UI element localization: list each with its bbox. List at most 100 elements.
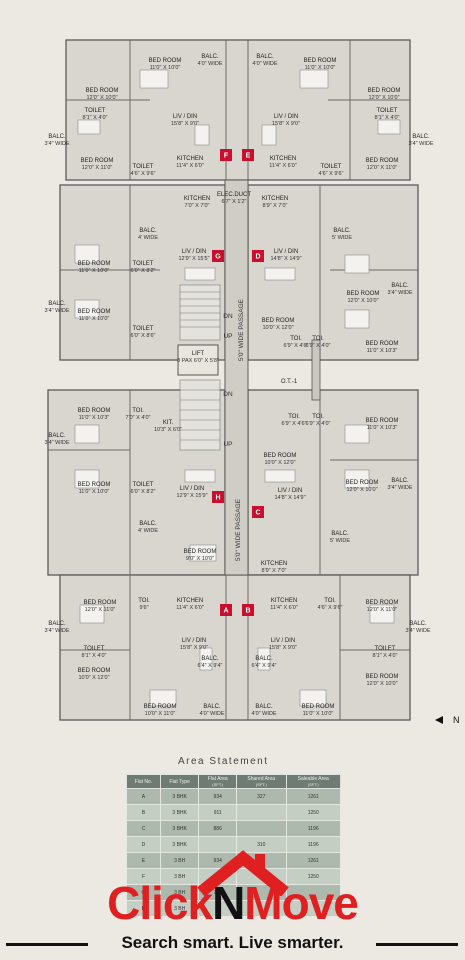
room-name: BED ROOM [302, 704, 335, 710]
room-name: BALC. [139, 228, 157, 234]
room-name: BED ROOM [346, 480, 379, 486]
room-dimension: 10'0" X 11'0" [145, 711, 176, 717]
svg-text:C: C [255, 510, 260, 517]
room-name: LIV / DIN [278, 488, 302, 494]
flat-marker-a: A [220, 604, 232, 616]
flat-marker-g: G [212, 250, 224, 262]
room-dimension: 4' WIDE [138, 528, 158, 534]
room-dimension: 4'6" X 9'6" [319, 171, 344, 177]
room-name: KITCHEN [262, 196, 288, 202]
room-r23: BALC.5' WIDE [332, 228, 352, 241]
room-name: TOILET [133, 261, 154, 267]
room-name: TOILET [84, 646, 105, 652]
table-cell: 3 BHK [159, 804, 200, 821]
furniture-piece [149, 689, 177, 707]
table-cell: 310 [236, 836, 287, 853]
furniture-piece [257, 647, 271, 671]
lower-mid-right [247, 389, 419, 576]
north-arrow: N [435, 715, 460, 725]
table-cell [236, 804, 287, 821]
room-dimension: 12'9" X 15'9" [176, 493, 207, 499]
room-dimension: 6'0" X 8'6" [131, 333, 156, 339]
room-name: KITCHEN [177, 598, 203, 604]
area-table-header: Shared Area(SFT.) [236, 774, 287, 789]
room-dimension: 6'9" X 4'6" [282, 421, 307, 427]
room-name: ELEC.DUCT [217, 192, 251, 198]
interior-walls [48, 40, 418, 720]
room-r54: BALC.5' WIDE [330, 531, 350, 544]
furniture-piece [344, 309, 370, 329]
room-name: BED ROOM [78, 482, 111, 488]
room-dimension: 15'8" X 9'0" [171, 121, 199, 127]
room-name: BED ROOM [149, 58, 182, 64]
room-name: BED ROOM [144, 704, 177, 710]
room-name: BALC. [255, 704, 273, 710]
svg-text:G: G [215, 254, 221, 261]
room-dimension: 9'6" [139, 605, 148, 611]
table-cell: 3 BHK [159, 788, 200, 805]
room-name: BED ROOM [184, 549, 217, 555]
area-table-header: Flat Area(SFT.) [198, 774, 238, 789]
north-arrow-icon [435, 716, 443, 724]
room-dimension: 3'4" WIDE [408, 141, 433, 147]
staircase-upper [179, 284, 221, 341]
table-cell: C [126, 820, 161, 837]
room-name: KITCHEN [261, 561, 287, 567]
room-dimension: 8'1" X 4'0" [82, 653, 107, 659]
room-dimension: 7'0" X 7'0" [185, 203, 210, 209]
room-name: LIV / DIN [271, 638, 295, 644]
flat-marker-b: B [242, 604, 254, 616]
furniture-piece [139, 69, 169, 89]
room-dimension: 4'0" WIDE [199, 711, 224, 717]
area-table-header: Saleable Area(SFT.) [285, 774, 341, 789]
room-r50: BALC.3'4" WIDE [387, 478, 412, 491]
room-r40: TOI.7'0" X 4'0" [126, 408, 151, 421]
tagline-row: Search smart. Live smarter. [0, 933, 465, 955]
room-name: BALC. [391, 478, 409, 484]
room-name: BALC. [255, 656, 273, 662]
room-r35: TOI.6'9" X 4'0" [306, 336, 331, 349]
room-name: TOI. [312, 414, 324, 420]
lift-shaft [177, 344, 219, 376]
room-dimension: 12'0" X 11'0" [82, 165, 113, 171]
passage-label-upper: 5'0" WIDE PASSAGE [238, 298, 245, 361]
table-cell: 911 [198, 804, 238, 821]
upper-wing [65, 39, 411, 181]
room-dimension: 4' WIDE [138, 235, 158, 241]
table-cell: B [126, 804, 161, 821]
room-dimension: 6'7" X 1'2" [222, 199, 247, 205]
room-name: BED ROOM [78, 261, 111, 267]
table-row: E3 BH9343271261 [126, 852, 341, 869]
svg-text:D: D [255, 254, 260, 261]
furniture-piece [184, 469, 216, 483]
room-name: BALC. [409, 621, 427, 627]
room-dimension: 4'6" X 9'6" [318, 605, 343, 611]
room-name: BALC. [391, 283, 409, 289]
room-dimension: 15'8" X 9'0" [269, 645, 297, 651]
room-dimension: 11'0" X 10'0" [303, 711, 334, 717]
staircase-lower [179, 379, 221, 451]
room-dimension: 12'0" X 10'0" [366, 681, 397, 687]
room-dimension: 8'1" X 4'0" [375, 115, 400, 121]
furniture-piece [261, 124, 277, 146]
central-passage [224, 179, 249, 576]
room-dimension: 8'1" X 4'0" [83, 115, 108, 121]
